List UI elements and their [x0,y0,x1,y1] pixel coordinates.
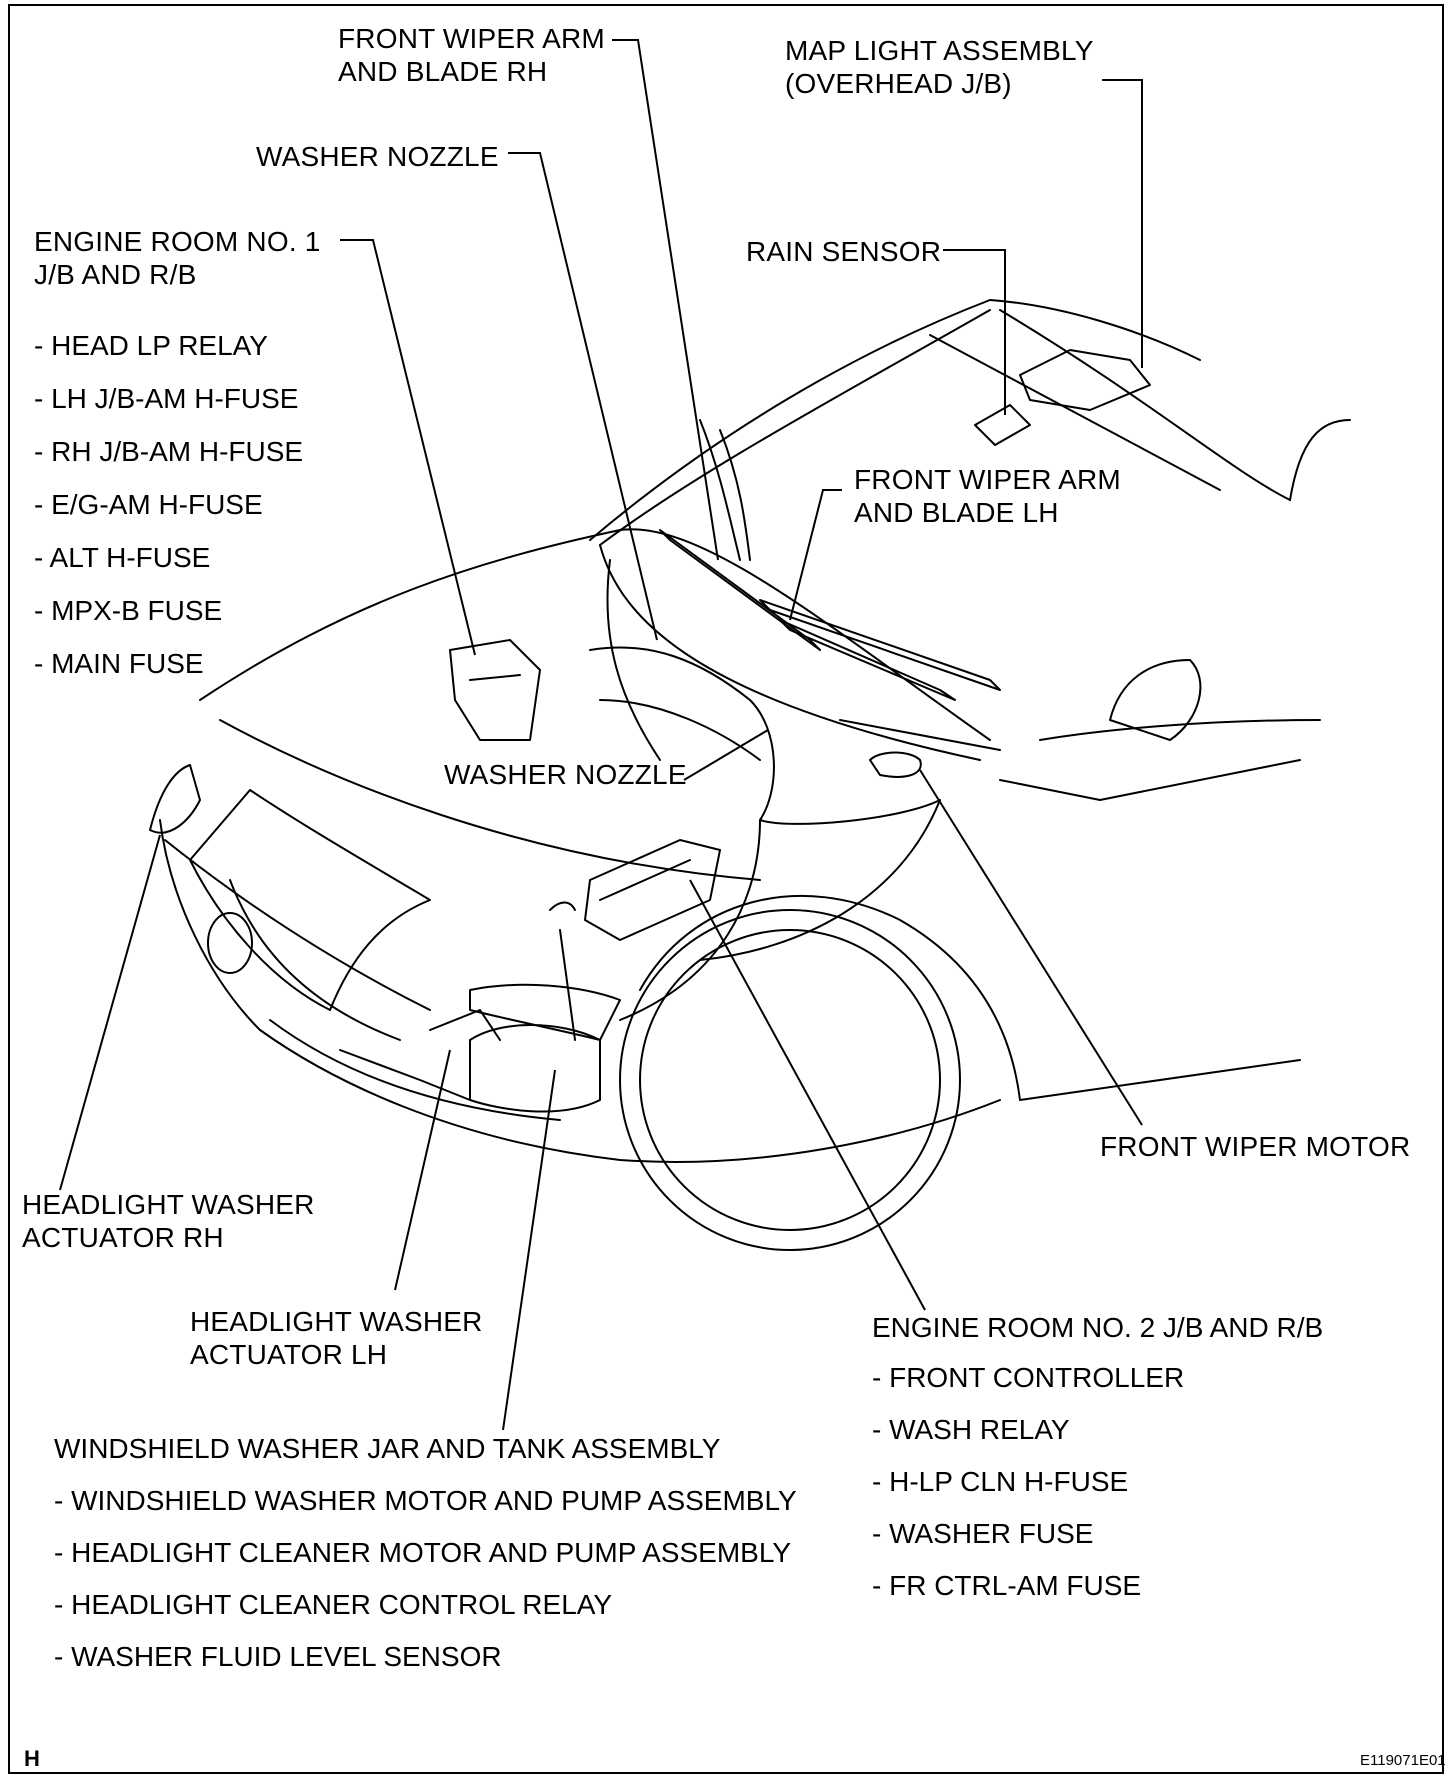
hood-outline [199,528,991,741]
leader-headlight-lh [394,1049,451,1291]
leader-washer-nozzle-mid [683,729,769,781]
label-front-wiper-arm-rh: FRONT WIPER ARM AND BLADE RH [338,23,605,87]
leader-front-wiper-motor [919,769,1143,1126]
engine-room-1-box [449,639,541,741]
list-item: - HEADLIGHT CLEANER CONTROL RELAY [54,1589,613,1620]
rain-sensor [974,404,1031,446]
list-item: - FR CTRL-AM FUSE [872,1570,1142,1601]
engine-room-2-title: ENGINE ROOM NO. 2 J/B AND R/B [872,1312,1324,1343]
list-item: - E/G-AM H-FUSE [34,489,263,520]
front-fender [639,894,1021,1101]
list-item: - HEADLIGHT CLEANER MOTOR AND PUMP ASSEM… [54,1537,791,1568]
windshield-outline [589,299,991,541]
leader-rain-sensor [943,249,1006,415]
wiper-arm-rh [659,529,821,651]
list-item: - MPX-B FUSE [34,595,223,626]
leader-engine-room-2 [689,879,926,1311]
list-item: - WASHER FUSE [872,1518,1094,1549]
label-front-wiper-arm-lh: FRONT WIPER ARM AND BLADE LH [854,464,1121,528]
list-item: - FRONT CONTROLLER [872,1362,1185,1393]
list-item: - WASHER FLUID LEVEL SENSOR [54,1641,502,1672]
leader-washer-nozzle-top [508,152,658,641]
washer-jar-title: WINDSHIELD WASHER JAR AND TANK ASSEMBLY [54,1433,721,1464]
figure-code: E119071E01 [1360,1752,1446,1769]
leader-front-wiper-rh [612,39,719,561]
wiper-arm-lh [779,619,956,701]
engine-room-2-box [584,839,721,941]
label-headlight-washer-lh: HEADLIGHT WASHER ACTUATOR LH [190,1306,483,1370]
washer-hose [589,646,941,825]
list-item: - WASH RELAY [872,1414,1070,1445]
grille-emblem [207,912,253,974]
label-front-wiper-motor: FRONT WIPER MOTOR [1100,1131,1411,1162]
list-item: - WINDSHIELD WASHER MOTOR AND PUMP ASSEM… [54,1485,797,1516]
label-engine-room-1: ENGINE ROOM NO. 1 J/B AND R/B [34,226,321,290]
list-item: - MAIN FUSE [34,648,204,679]
list-item: - H-LP CLN H-FUSE [872,1466,1129,1497]
side-mirror [1109,659,1202,741]
list-item: - LH J/B-AM H-FUSE [34,383,299,414]
headlight-rh [149,764,201,834]
map-light-assembly [1019,349,1151,411]
list-item: - RH J/B-AM H-FUSE [34,436,304,467]
label-headlight-washer-rh: HEADLIGHT WASHER ACTUATOR RH [22,1189,315,1253]
leader-washer-jar [502,1069,556,1431]
label-washer-nozzle-top: WASHER NOZZLE [256,141,499,172]
front-wheel [619,909,961,1251]
label-washer-nozzle-mid: WASHER NOZZLE [444,759,687,790]
list-item: - HEAD LP RELAY [34,330,268,361]
diagram-frame [8,4,1444,1774]
leader-headlight-rh [59,834,161,1191]
label-map-light-assembly: MAP LIGHT ASSEMBLY (OVERHEAD J/B) [785,35,1094,99]
leader-engine-room-1 [340,239,476,656]
list-item: - ALT H-FUSE [34,542,211,573]
leader-front-wiper-lh [789,489,842,621]
leader-map-light [1102,79,1143,368]
front-bumper [159,819,1001,1163]
grille-outline [189,789,431,1011]
headlight-lh [469,983,621,1041]
section-letter: H [24,1746,40,1771]
wiper-motor [869,751,922,778]
washer-tank [469,1024,601,1113]
label-rain-sensor: RAIN SENSOR [746,236,942,267]
